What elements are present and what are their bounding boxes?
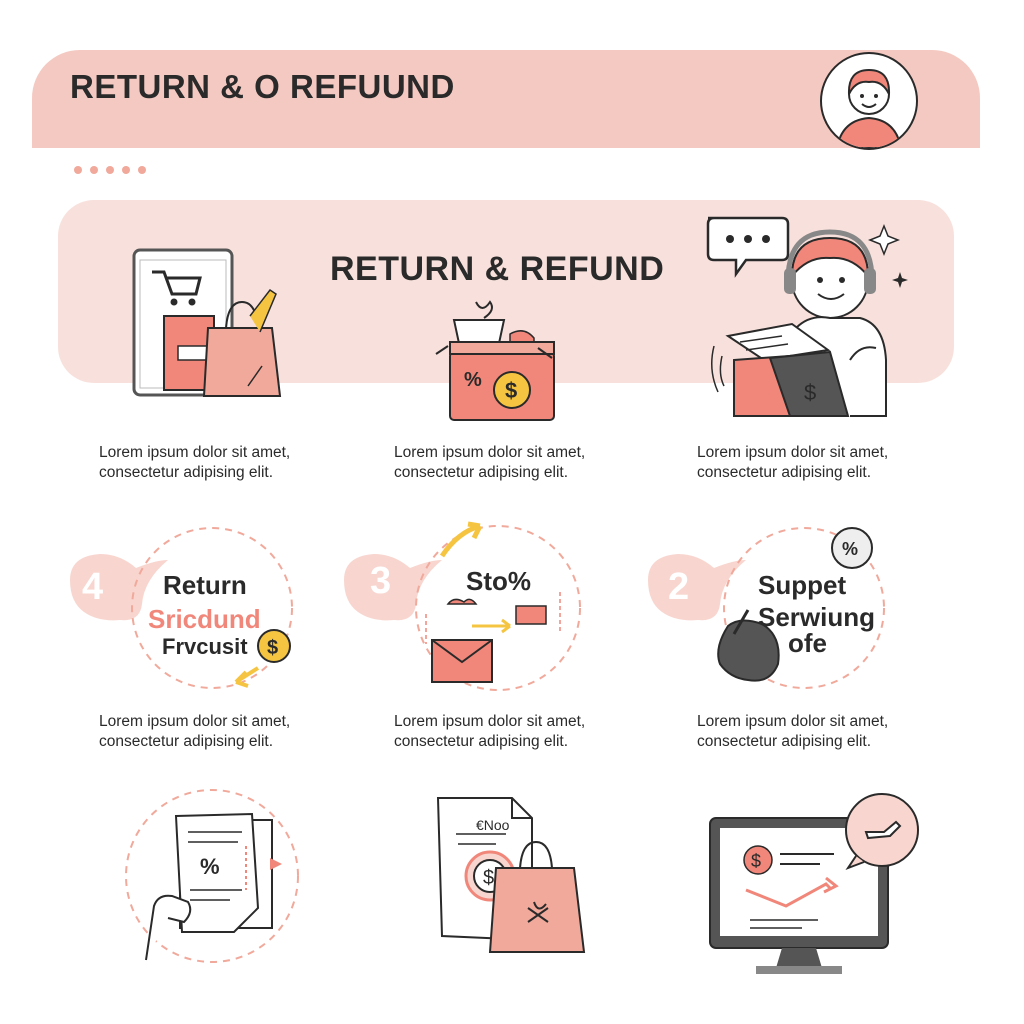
description-text: Lorem ipsum dolor sit amet,consectetur a…	[697, 444, 889, 481]
step-3-graphic	[344, 521, 581, 691]
description-text: Lorem ipsum dolor sit amet,consectetur a…	[99, 444, 291, 481]
receipt-text: €Noo	[476, 817, 510, 833]
page-title: RETURN & O REFUUND	[70, 68, 455, 105]
chat-bubble-icon	[706, 216, 790, 278]
support-avatar[interactable]	[820, 52, 918, 150]
dot	[138, 166, 146, 174]
dollar-icon: $	[804, 380, 816, 405]
step-label: Frvcusit	[162, 634, 248, 659]
return-document-icon: %	[125, 789, 299, 963]
step-4-graphic: $	[70, 527, 293, 689]
step-number: 4	[82, 566, 104, 608]
step-number: 2	[668, 566, 690, 608]
panel-title: RETURN & REFUND	[330, 250, 665, 288]
percent-icon: %	[200, 854, 220, 879]
dollar-icon: $	[483, 867, 494, 889]
description-text: Lorem ipsum dolor sit amet,consectetur a…	[697, 713, 889, 750]
dot	[106, 166, 114, 174]
step-label: Serwiung	[758, 602, 876, 632]
dot	[74, 166, 82, 174]
description-text: Lorem ipsum dolor sit amet,consectetur a…	[99, 713, 291, 750]
step-label: ofe	[788, 628, 827, 658]
dollar-icon: $	[505, 378, 517, 403]
monitor-chart-icon: $	[709, 793, 919, 974]
step-2-graphic: %	[648, 527, 885, 689]
avatar-icon	[835, 68, 903, 148]
dollar-icon: $	[751, 851, 761, 871]
step-label: Suppet	[758, 570, 847, 600]
step-number: 3	[370, 560, 392, 602]
description-text: Lorem ipsum dolor sit amet,consectetur a…	[394, 713, 586, 750]
dot	[122, 166, 130, 174]
receipt-bag-icon: €Noo $	[436, 797, 586, 953]
description-text: Lorem ipsum dolor sit amet,consectetur a…	[394, 444, 586, 481]
refund-box-icon: % $	[435, 300, 555, 421]
step-label: Sto%	[466, 566, 531, 596]
pagination-dots	[74, 166, 146, 174]
support-agent-icon: $	[706, 216, 908, 417]
step-label: Return	[163, 570, 247, 600]
dot	[90, 166, 98, 174]
phone-shopping-icon	[132, 248, 282, 397]
percent-icon: %	[464, 369, 482, 391]
percent-icon: %	[842, 539, 858, 559]
step-label: Sricdund	[148, 604, 261, 634]
dollar-icon: $	[267, 637, 278, 659]
